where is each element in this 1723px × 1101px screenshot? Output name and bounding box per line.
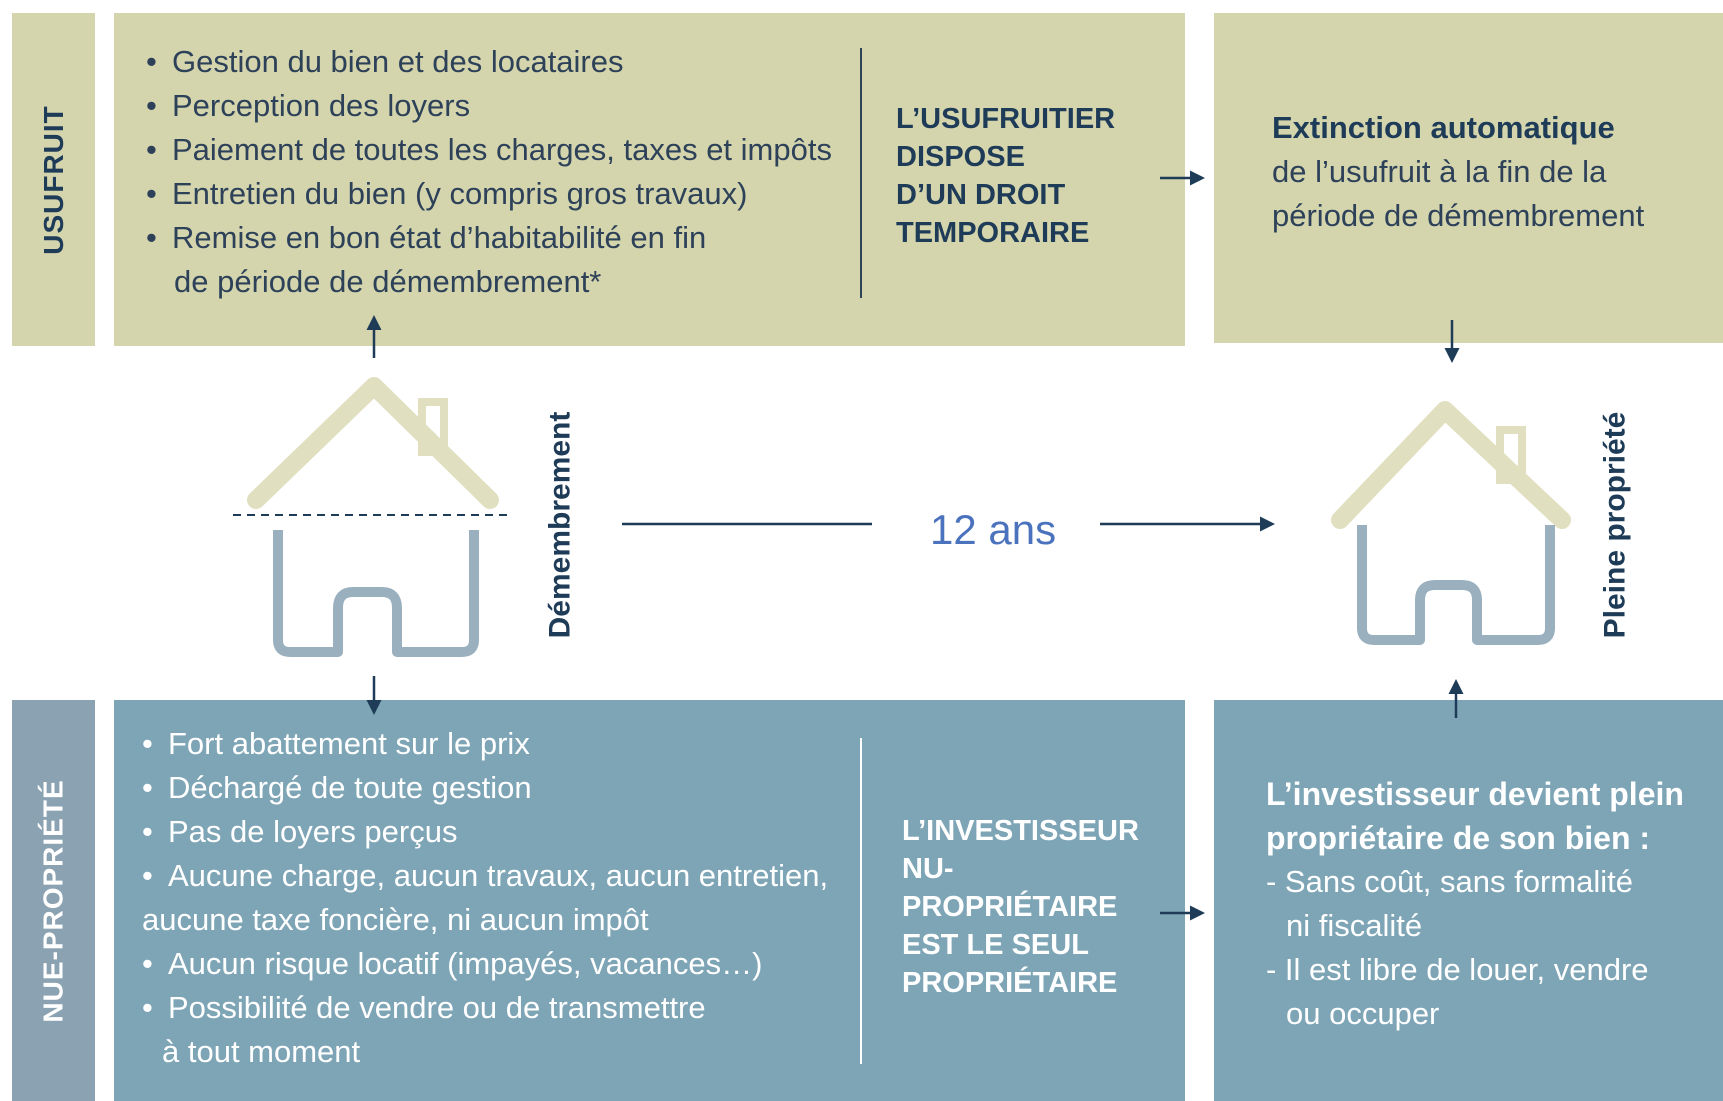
list-item: Perception des loyers: [146, 84, 846, 128]
list-item-continuation: aucune taxe foncière, ni aucun impôt: [142, 902, 649, 937]
list-item: Déchargé de toute gestion: [142, 766, 842, 810]
statement-line: PROPRIÉTAIRE: [902, 967, 1118, 999]
outcome-line: ou occuper: [1286, 996, 1440, 1031]
list-item: Gestion du bien et des locataires: [146, 40, 846, 84]
outcome-line: ni fiscalité: [1286, 908, 1423, 943]
nue-propriete-bullet-list: Fort abattement sur le prix Déchargé de …: [142, 722, 842, 1074]
list-item: Pas de loyers perçus: [142, 810, 842, 854]
list-item: Possibilité de vendre ou de transmettre: [142, 986, 842, 1030]
list-item: Aucune charge, aucun travaux, aucun entr…: [142, 854, 842, 898]
statement-line: PROPRIÉTAIRE: [902, 891, 1118, 923]
statement-line: L’INVESTISSEUR: [902, 815, 1139, 847]
outcome-title-line: propriétaire de son bien :: [1266, 820, 1651, 856]
usufruit-extinction-box: [1214, 13, 1723, 343]
nue-propriete-side-label: NUE-PROPRIÉTÉ: [12, 700, 95, 1101]
extinction-line: période de démembrement: [1272, 198, 1645, 233]
statement-line: D’UN DROIT: [896, 179, 1066, 211]
usufruit-side-label: USUFRUIT: [12, 13, 95, 346]
pleine-propriete-label: Pleine propriété: [1598, 411, 1632, 639]
list-item: Paiement de toutes les charges, taxes et…: [146, 128, 846, 172]
pleine-propriete-label-wrap: Pleine propriété: [1585, 390, 1645, 660]
usufruit-divider: [860, 48, 862, 298]
list-item-continuation: à tout moment: [162, 1034, 361, 1069]
list-item: Remise en bon état d’habitabilité en fin: [146, 216, 846, 260]
usufruit-bullet-list: Gestion du bien et des locataires Percep…: [146, 40, 846, 304]
statement-line: DISPOSE: [896, 141, 1025, 173]
list-item: Aucun risque locatif (impayés, vacances……: [142, 942, 842, 986]
statement-line: NU-: [902, 853, 954, 885]
extinction-text: Extinction automatique de l’usufruit à l…: [1272, 106, 1692, 238]
pleine-propriete-outcome-box: [1214, 700, 1723, 1101]
statement-line: EST LE SEUL: [902, 929, 1089, 961]
outcome-title-line: L’investisseur devient plein: [1266, 776, 1684, 812]
pleine-propriete-text: L’investisseur devient plein propriétair…: [1266, 772, 1706, 1036]
demembrement-label-wrap: Démembrement: [530, 380, 590, 670]
extinction-title: Extinction automatique: [1272, 110, 1615, 145]
duration-label: 12 ans: [930, 506, 1057, 553]
statement-line: L’USUFRUITIER: [896, 103, 1116, 135]
list-item-continuation: de période de démembrement*: [174, 264, 602, 299]
full-house-icon: [1331, 401, 1571, 645]
outcome-line: - Il est libre de louer, vendre: [1266, 952, 1649, 987]
demembrement-label: Démembrement: [543, 411, 576, 639]
outcome-line: - Sans coût, sans formalité: [1266, 864, 1633, 899]
split-house-icon: [233, 377, 512, 657]
list-item: Entretien du bien (y compris gros travau…: [146, 172, 846, 216]
investisseur-statement: L’INVESTISSEUR NU- PROPRIÉTAIRE EST LE S…: [902, 812, 1162, 1002]
statement-line: TEMPORAIRE: [896, 217, 1090, 249]
extinction-line: de l’usufruit à la fin de la: [1272, 154, 1607, 189]
nue-propriete-divider: [860, 738, 862, 1064]
list-item: Fort abattement sur le prix: [142, 722, 842, 766]
usufruitier-statement: L’USUFRUITIER DISPOSE D’UN DROIT TEMPORA…: [896, 100, 1156, 252]
